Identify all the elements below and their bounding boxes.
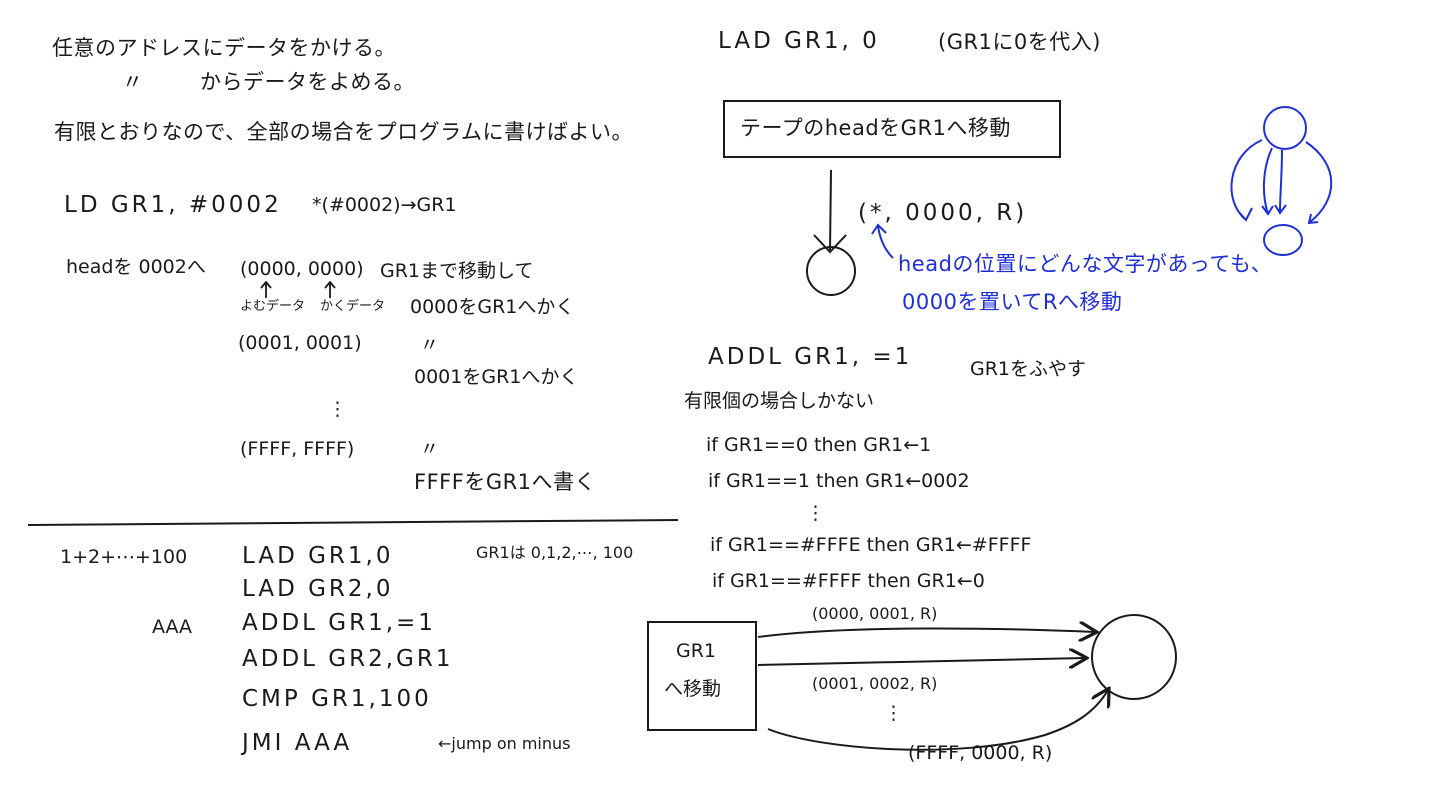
text-line-finite-cases: 有限とおりなので、全部の場合をプログラムに書けばよい。 (54, 120, 634, 144)
up-arrow-read (260, 280, 272, 298)
ditto-mark: 〃 (122, 70, 144, 94)
state-circle-2 (1091, 614, 1177, 700)
transition-arrow-2 (757, 658, 1085, 665)
vertical-ellipsis: ⋮ (328, 398, 347, 420)
lad-comment: (GR1に0を代入) (938, 30, 1101, 54)
code-line-2: LAD GR2,0 (242, 576, 394, 602)
tuple-0000: (0000, 0000) (240, 258, 364, 280)
transition-label-3: (FFFF, 0000, R) (908, 742, 1053, 764)
blue-circle-top (1263, 106, 1307, 150)
transition-arrow-1 (757, 628, 1095, 637)
head-label: headを 0002へ (66, 256, 206, 278)
head-tuple: (*, 0000, R) (858, 200, 1028, 226)
lad-code: LAD GR1, 0 (718, 28, 880, 54)
gr1-move-box (647, 621, 757, 731)
vertical-ellipsis: ⋮ (806, 502, 825, 524)
blue-pointer (871, 223, 894, 259)
head-move-box (723, 100, 1061, 158)
if-line-2: if GR1==1 then GR1←0002 (708, 470, 970, 492)
text-line-read-any-address: からデータをよめる。 (200, 70, 415, 94)
code-line-3: ADDL GR1,=1 (242, 610, 436, 636)
code-line-5: CMP GR1,100 (242, 686, 432, 712)
ditto-mark: 〃 (420, 334, 440, 356)
tuple-0000-desc: GR1まで移動して (380, 260, 534, 282)
ditto-mark: 〃 (420, 438, 440, 460)
if-line-1: if GR1==0 then GR1←1 (706, 434, 932, 456)
read-data-label: よむデータ (240, 299, 306, 314)
blue-note-line-2: 0000を置いてRへ移動 (902, 290, 1123, 314)
write-0000-text: 0000をGR1へかく (410, 296, 575, 318)
write-ffff-text: FFFFをGR1へ書く (414, 470, 597, 494)
sum-expression: 1+2+⋯+100 (60, 546, 188, 568)
up-arrow-write (324, 280, 336, 298)
vertical-ellipsis: ⋮ (884, 702, 903, 724)
write-0001-text: 0001をGR1へかく (414, 366, 579, 388)
ld-comment: *(#0002)→GR1 (312, 194, 457, 216)
ld-code: LD GR1, #0002 (64, 192, 282, 218)
text-line-write-any-address: 任意のアドレスにデータをかける。 (52, 36, 396, 60)
tuple-0001: (0001, 0001) (238, 332, 362, 354)
write-data-label: かくデータ (320, 299, 386, 314)
transition-arrow-3 (767, 690, 1108, 751)
code-line-6: JMI AAA (242, 730, 353, 756)
code-line-4: ADDL GR2,GR1 (242, 646, 454, 672)
if-line-3: if GR1==#FFFE then GR1←#FFFF (710, 534, 1032, 556)
down-arrow (829, 169, 832, 251)
blue-circle-bottom (1263, 224, 1303, 256)
loop-label: AAA (152, 616, 193, 638)
finite-cases-note: 有限個の場合しかない (684, 390, 875, 412)
state-circle-1 (806, 246, 856, 296)
jmi-note: ←jump on minus (438, 734, 571, 753)
divider-line (27, 519, 679, 526)
transition-label-1: (0000, 0001, R) (812, 604, 938, 623)
addl-code: ADDL GR1, =1 (708, 344, 913, 370)
transition-label-2: (0001, 0002, R) (812, 674, 938, 693)
blue-note-line-1: headの位置にどんな文字があっても、 (898, 252, 1273, 276)
head-move-box-text: テープのheadをGR1へ移動 (740, 116, 1011, 140)
tuple-ffff: (FFFF, FFFF) (240, 438, 355, 460)
gr1-box-line-1: GR1 (676, 640, 717, 662)
code-line-1: LAD GR1,0 (242, 543, 394, 569)
gr1-box-line-2: へ移動 (664, 678, 722, 700)
addl-comment: GR1をふやす (970, 358, 1087, 380)
if-line-4: if GR1==#FFFF then GR1←0 (712, 570, 985, 592)
gr1-values-note: GR1は 0,1,2,⋯, 100 (476, 543, 634, 562)
